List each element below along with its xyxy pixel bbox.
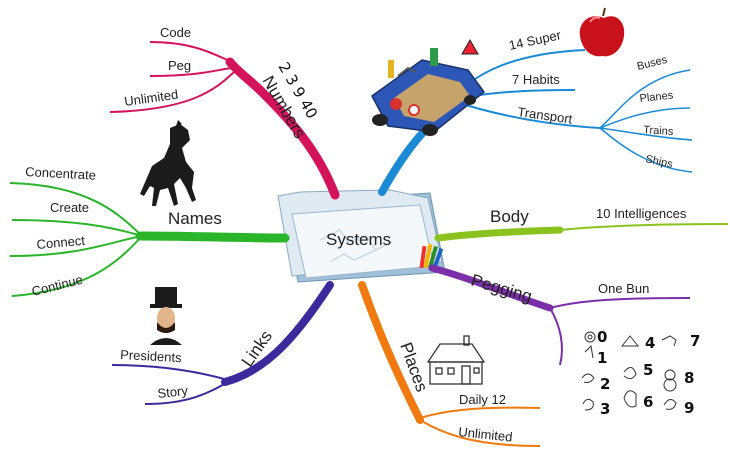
places-child-unlimited: Unlimited — [458, 424, 513, 445]
transport-child-buses: Buses — [636, 54, 669, 73]
super-child-7habits: 7 Habits — [512, 72, 560, 87]
names-child-continue: Continue — [30, 272, 84, 299]
transport-child-trains: Trains — [643, 124, 674, 138]
pegging-label: Pegging — [469, 271, 534, 306]
peg-number-9: 9 — [684, 399, 694, 417]
peg-number-7: 7 — [690, 332, 700, 350]
branch-links — [111, 281, 334, 405]
branch-numbers — [109, 41, 340, 200]
peg-number-1: 1 — [597, 349, 607, 367]
peg-number-3: 3 — [600, 400, 610, 418]
names-child-connect: Connect — [36, 233, 86, 252]
peg-icons — [581, 331, 677, 411]
branch-names — [9, 182, 290, 297]
peg-number-5: 5 — [643, 361, 653, 379]
center-label: Systems — [326, 230, 391, 249]
branch-body — [434, 223, 729, 242]
body-label: Body — [490, 207, 529, 226]
lincoln-image — [150, 287, 182, 345]
house-image — [426, 335, 486, 385]
body-child-intelligences: 10 Intelligences — [596, 206, 687, 221]
numbers-child-unlimited: Unlimited — [123, 87, 179, 109]
super-child-14super: 14 Super — [508, 27, 563, 53]
links-label: Links — [238, 327, 276, 370]
places-child-daily12: Daily 12 — [459, 392, 506, 407]
names-child-concentrate: Concentrate — [25, 164, 97, 183]
links-child-presidents: Presidents — [120, 347, 183, 365]
links-child-story: Story — [157, 383, 189, 401]
branch-places — [358, 281, 541, 447]
transport-child-ships: Ships — [644, 153, 674, 171]
horse-image — [140, 120, 196, 206]
numbers-child-peg: Peg — [168, 58, 191, 73]
apple-image — [579, 7, 625, 57]
names-label: Names — [168, 209, 222, 228]
transport-child-planes: Planes — [639, 89, 674, 105]
peg-number-4: 4 — [645, 334, 655, 352]
peg-number-6: 6 — [643, 393, 653, 411]
names-child-create: Create — [50, 200, 89, 215]
peg-number-2: 2 — [600, 375, 610, 393]
pegging-child-onebun: One Bun — [598, 281, 649, 296]
peg-number-0: 0 — [597, 328, 607, 346]
branch-pegging — [428, 264, 691, 366]
pencils-icon — [419, 243, 444, 269]
car-image — [371, 38, 486, 136]
peg-number-8: 8 — [684, 369, 694, 387]
numbers-child-code: Code — [160, 25, 191, 40]
folder-image — [277, 189, 446, 283]
